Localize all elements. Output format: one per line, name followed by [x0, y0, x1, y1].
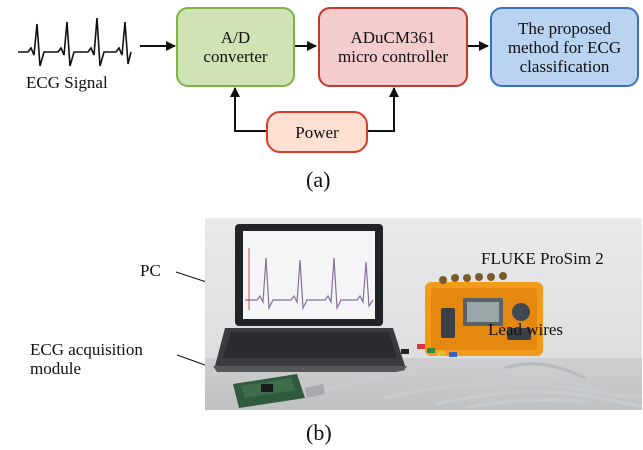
experimental-setup-photo [205, 218, 642, 410]
power-box: Power [266, 111, 368, 153]
adc-converter-box: A/D converter [176, 7, 295, 87]
arrow-power-to-mcu [368, 87, 399, 132]
lead-wire-clips [401, 344, 457, 357]
ecg-signal-label: ECG Signal [26, 73, 108, 92]
lead-wires-label: Lead wires [488, 320, 564, 339]
lead-wire-cables [314, 362, 642, 410]
ecg-waveform-icon [18, 17, 132, 67]
laptop [213, 224, 407, 372]
pc-label: PC [140, 261, 161, 280]
fluke-prosim-device [425, 272, 543, 356]
classification-method-box: The proposed method for ECG classificati… [490, 7, 639, 87]
arrow-power-to-adc [230, 87, 266, 132]
ecg-acquisition-label: ECG acquisition module [30, 340, 143, 378]
fluke-prosim-label: FLUKE ProSim 2 [481, 249, 604, 268]
caption-a: (a) [306, 167, 331, 192]
microcontroller-box: ADuCM361 micro controller [318, 7, 468, 87]
caption-b: (b) [306, 420, 332, 445]
acquisition-board [233, 374, 325, 408]
